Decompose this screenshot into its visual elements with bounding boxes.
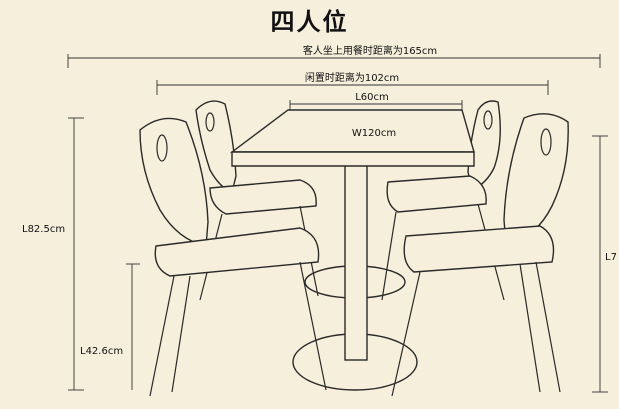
table-length-label: L60cm	[355, 92, 389, 103]
overall-width-dimension	[67, 54, 601, 68]
back-right-chair	[381, 100, 505, 301]
back-left-chair	[195, 100, 319, 301]
right-height-dimension	[592, 135, 608, 393]
overall-width-label: 客人坐上用餐时距离为165cm	[302, 46, 438, 57]
table-base	[292, 159, 418, 391]
diagram-title: 四人位	[270, 8, 349, 36]
total-height-label: L82.5cm	[22, 224, 66, 235]
table-length-dimension	[289, 100, 463, 110]
right-height-label: L7	[605, 252, 617, 263]
idle-width-dimension	[156, 80, 549, 95]
table-width-label: W120cm	[351, 128, 397, 139]
front-right-chair	[391, 113, 569, 397]
seat-height-dimension	[126, 263, 140, 390]
front-left-chair	[139, 117, 327, 397]
idle-width-label: 闲置时距离为102cm	[304, 73, 400, 84]
seat-height-label: L42.6cm	[80, 346, 124, 357]
total-height-dimension	[68, 117, 84, 391]
table-top	[229, 109, 475, 167]
